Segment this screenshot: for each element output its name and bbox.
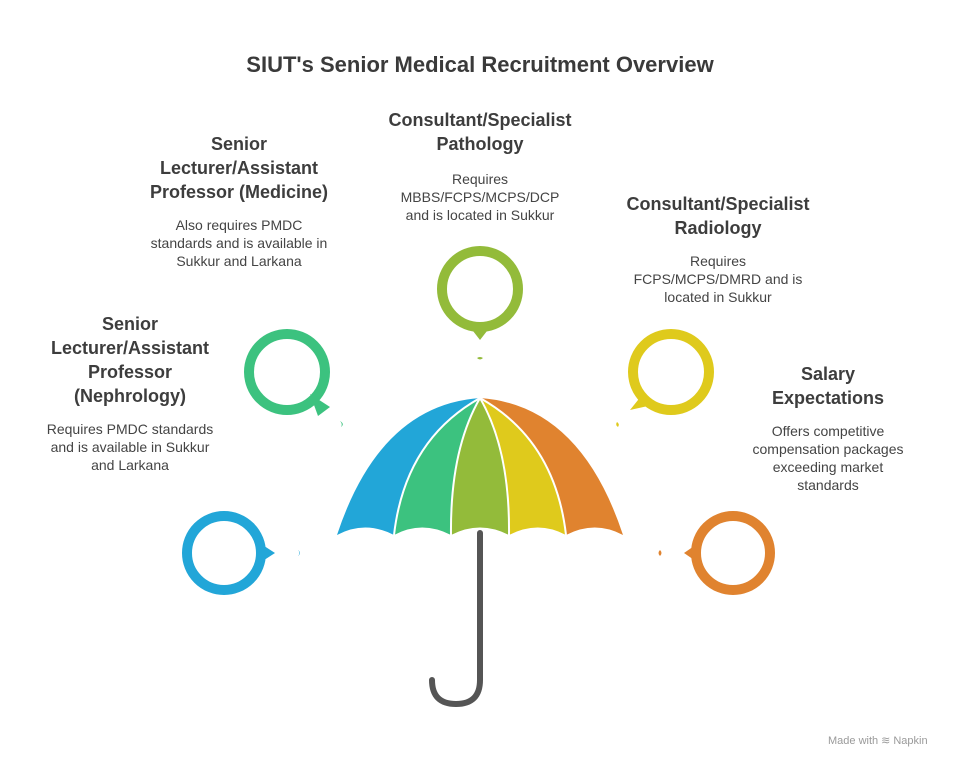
bubble-pathology [437, 246, 523, 360]
item-description: Requires FCPS/MCPS/DMRD and is located i… [633, 253, 803, 305]
item-heading: Consultant/Specialist Pathology [388, 110, 572, 154]
item-radiology: Consultant/Specialist Radiology Requires… [608, 192, 828, 306]
item-description: Offers competitive compensation packages… [752, 423, 904, 493]
item-description: Requires PMDC standards and is available… [46, 421, 214, 473]
item-heading: Salary Expectations [771, 364, 885, 408]
canopy-panel-yellow [480, 398, 566, 535]
item-nephrology: Senior Lecturer/Assistant Professor (Nep… [30, 312, 230, 474]
footer-attribution: Made with ≋ Napkin [828, 734, 928, 748]
napkin-logo-icon: ≋ [881, 735, 891, 747]
canopy-panel-orange [480, 398, 623, 535]
bubble-nephrology [182, 511, 300, 595]
item-heading: Consultant/Specialist Radiology [626, 194, 810, 238]
bubble-medicine [244, 329, 343, 427]
canopy-panel-green [394, 398, 480, 535]
canopy-dividers [393, 397, 567, 536]
item-pathology: Consultant/Specialist Pathology Requires… [370, 108, 590, 224]
canopy-panel-blue [337, 398, 480, 535]
umbrella-handle [429, 530, 483, 708]
footer-made-with: Made with [828, 734, 879, 747]
item-description: Also requires PMDC standards and is avai… [150, 217, 328, 269]
item-medicine: Senior Lecturer/Assistant Professor (Med… [139, 132, 339, 270]
item-description: Requires MBBS/FCPS/MCPS/DCP and is locat… [400, 171, 560, 223]
bubble-salary [658, 511, 775, 595]
bubble-radiology [616, 329, 714, 427]
item-heading: Senior Lecturer/Assistant Professor (Nep… [50, 314, 210, 406]
item-salary: Salary Expectations Offers competitive c… [738, 362, 918, 494]
footer-brand: Napkin [893, 734, 928, 747]
diagram-title: SIUT's Senior Medical Recruitment Overvi… [246, 52, 714, 77]
item-heading: Senior Lecturer/Assistant Professor (Med… [149, 134, 329, 202]
